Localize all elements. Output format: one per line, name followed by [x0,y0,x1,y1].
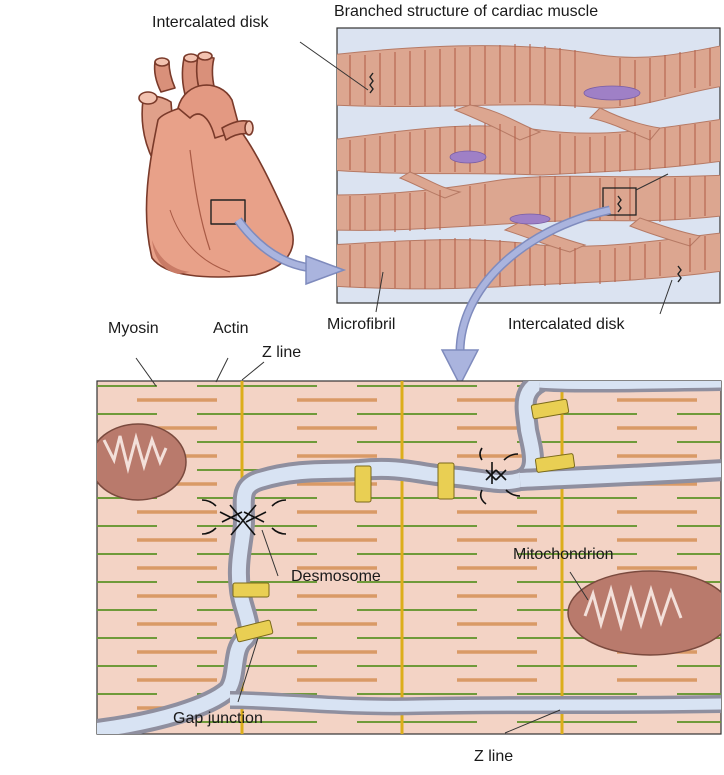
gap-junctions [232,398,576,643]
intercalated-disc-membrane [97,381,721,734]
cardiac-fibers [337,44,720,290]
desmosomes [201,447,521,536]
mitochondrion-label: Mitochondrion [513,546,614,563]
panel-to-detail-arrow [440,205,611,387]
microfibril-label: Microfibril [327,316,396,333]
intercalated-disk-label-bottom: Intercalated disk [508,316,625,333]
mitochondrion-left [97,423,187,501]
branched-structure-title: Branched structure of cardiac muscle [334,3,599,20]
gap-junction-label: Gap junction [173,710,263,727]
z-line-label-top: Z line [262,344,302,361]
nucleus-group [449,85,641,225]
desmosome-label: Desmosome [291,568,381,585]
heart-to-panel-arrow [234,217,347,286]
mitochondrion-right [567,570,721,656]
heart-illustration [138,51,294,278]
z-line-label-bottom: Z line [474,748,514,765]
actin-label: Actin [213,320,249,337]
intercalated-disk-detail-panel [96,380,722,735]
myosin-label: Myosin [108,320,159,337]
intercalated-disk-label-top: Intercalated disk [152,14,269,31]
